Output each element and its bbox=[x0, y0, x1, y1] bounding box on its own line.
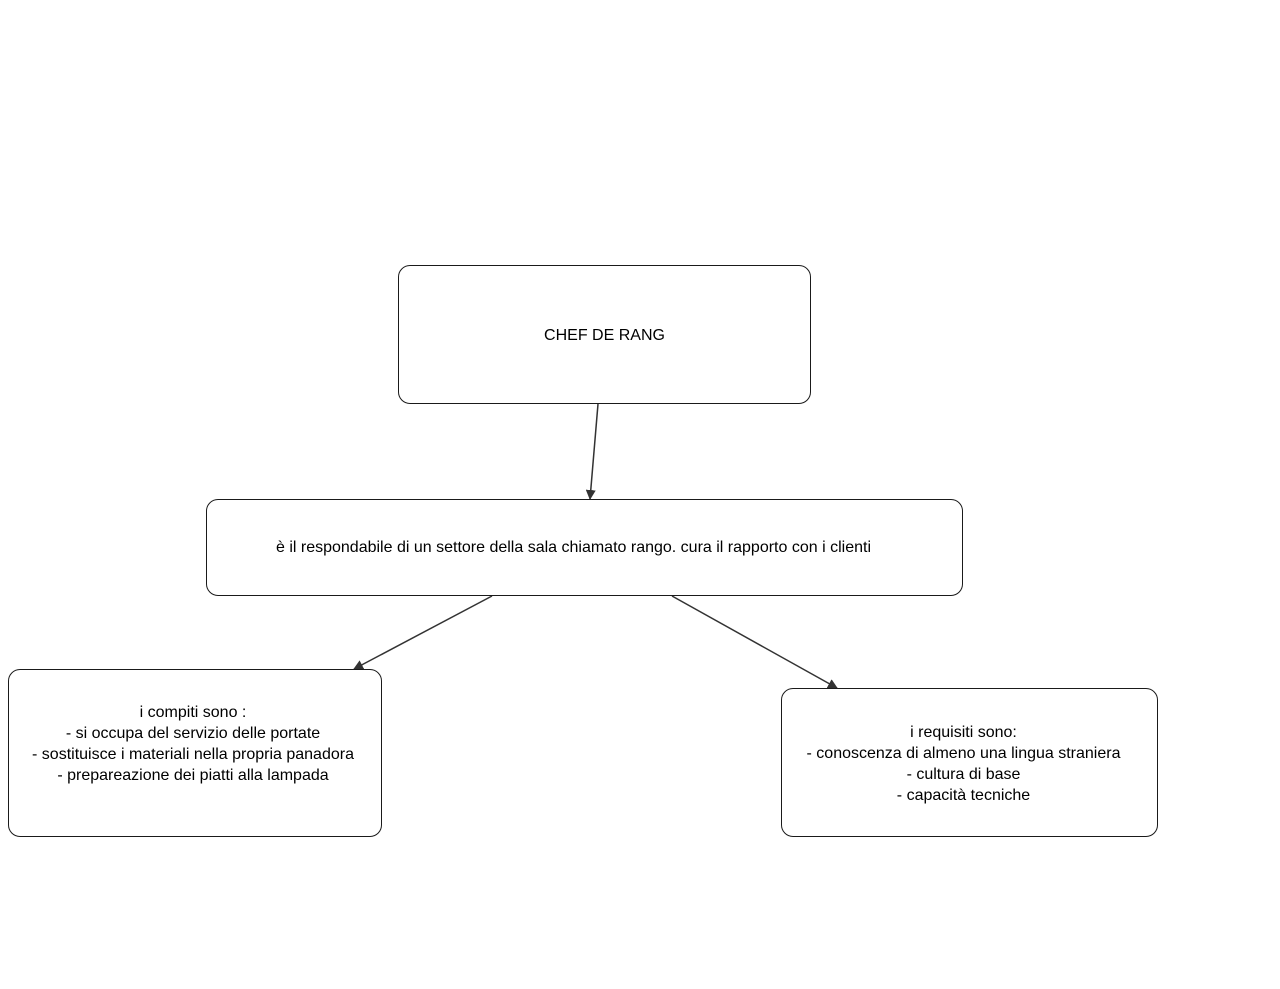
node-compiti: i compiti sono : - si occupa del servizi… bbox=[8, 669, 382, 837]
node-line: - sostituisce i materiali nella propria … bbox=[32, 746, 354, 763]
edge-root-to-middle bbox=[585, 403, 599, 500]
node-line: i requisiti sono: bbox=[910, 724, 1017, 741]
node-text: CHEF DE RANG bbox=[544, 325, 665, 346]
node-line: - prepareazione dei piatti alla lampada bbox=[57, 767, 329, 784]
node-line: i compiti sono : bbox=[139, 704, 247, 721]
node-line: - cultura di base bbox=[906, 766, 1021, 783]
node-line: è il respondabile di un settore della sa… bbox=[275, 539, 871, 556]
node-text: è il respondabile di un settore della sa… bbox=[276, 537, 871, 558]
edge-middle-to-right bbox=[671, 595, 838, 689]
node-chef-de-rang: CHEF DE RANG bbox=[398, 265, 811, 404]
edge-middle-to-left bbox=[353, 595, 493, 670]
node-line: - capacità tecniche bbox=[896, 787, 1031, 804]
node-requisiti: i requisiti sono: - conoscenza di almeno… bbox=[781, 688, 1158, 837]
node-line: - conoscenza di almeno una lingua strani… bbox=[806, 745, 1121, 762]
node-text: i compiti sono : - si occupa del servizi… bbox=[32, 702, 354, 786]
node-text: i requisiti sono: - conoscenza di almeno… bbox=[807, 722, 1121, 806]
node-description: è il respondabile di un settore della sa… bbox=[206, 499, 963, 596]
node-title: CHEF DE RANG bbox=[544, 326, 665, 344]
node-line: - si occupa del servizio delle portate bbox=[65, 725, 321, 742]
